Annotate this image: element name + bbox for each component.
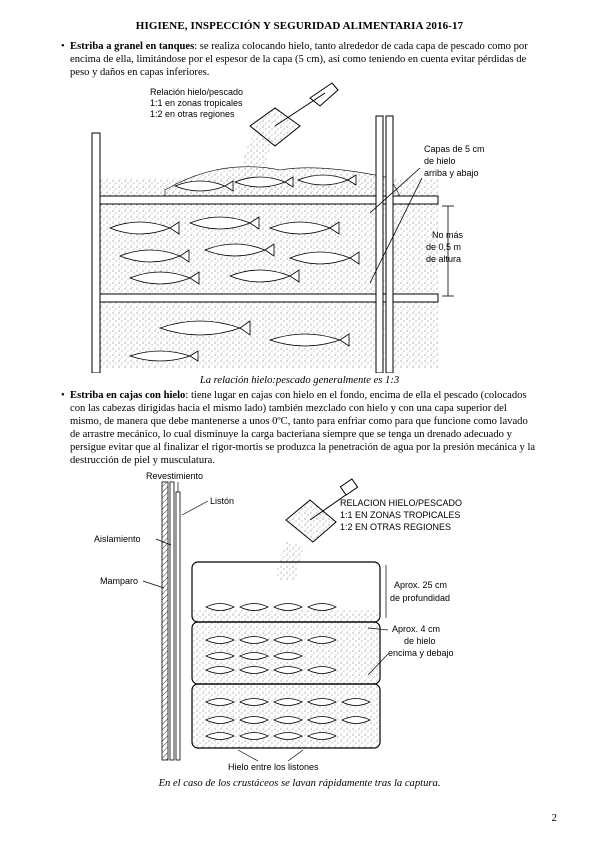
label-mamparo: Mamparo <box>100 576 138 586</box>
ratio-label-1: Relación hielo/pescado <box>150 87 243 97</box>
insulation-wall <box>169 481 175 761</box>
ice-label-1: Aprox. 4 cm <box>392 624 440 634</box>
lining-wall <box>175 491 181 761</box>
height-label-1: No más <box>432 230 464 240</box>
caption-cajas: En el caso de los crustáceos se lavan rá… <box>158 778 441 789</box>
section-granel-term: Estriba a granel en tanques <box>70 41 195 52</box>
label-aislamiento: Aislamiento <box>94 534 141 544</box>
label-revestimiento: Revestimiento <box>146 471 203 481</box>
height-label-2: de 0,5 m <box>426 242 461 252</box>
bulkhead-wall <box>161 481 169 761</box>
ice-stream <box>243 133 275 178</box>
ice-label-3: encima y debajo <box>388 648 454 658</box>
ratio-label-3: 1:2 en otras regiones <box>150 109 235 119</box>
fish-group <box>205 603 371 740</box>
ratio-label-2: 1:1 en zonas tropicales <box>150 98 243 108</box>
ratio-label-1: RELACION HIELO/PESCADO <box>340 498 462 508</box>
post <box>375 115 384 373</box>
label-liston: Listón <box>210 496 234 506</box>
depth-label-1: Aprox. 25 cm <box>394 580 447 590</box>
section-cajas: • Estriba en cajas con hielo: tiene luga… <box>61 389 540 467</box>
section-cajas-text: : tiene lugar en cajas con hielo en el f… <box>70 390 536 466</box>
ice-stream <box>276 542 306 580</box>
ice-label-2: de hielo <box>404 636 436 646</box>
section-cajas-term: Estriba en cajas con hielo <box>70 390 186 401</box>
section-granel-text: : se realiza colocando hielo, tanto alre… <box>70 41 528 78</box>
page-header: HIGIENE, INSPECCIÓN Y SEGURIDAD ALIMENTA… <box>135 20 464 32</box>
box-bottom <box>191 683 381 749</box>
label-hielo-listones: Hielo entre los listones <box>228 762 319 772</box>
figure-cajas-diagram: Revestimiento Listón Aislamiento Mamparo… <box>94 471 462 772</box>
fish-group <box>108 174 360 362</box>
pointer-line <box>369 167 421 214</box>
post <box>91 132 101 373</box>
layers-label-3: arriba y abajo <box>424 168 479 178</box>
shovel <box>285 478 359 543</box>
depth-label-2: de profundidad <box>390 593 450 603</box>
bullet-icon: • <box>61 41 65 52</box>
section-granel: • Estriba a granel en tanques: se realiz… <box>61 40 540 79</box>
page-number: 2 <box>551 812 558 824</box>
pointer-line <box>369 177 423 284</box>
figure-granel-diagram: Relación hielo/pescado 1:1 en zonas trop… <box>91 82 485 373</box>
layers-label-2: de hielo <box>424 156 456 166</box>
height-label-3: de altura <box>426 254 461 264</box>
ratio-label-3: 1:2 EN OTRAS REGIONES <box>340 522 451 532</box>
ratio-label-2: 1:1 EN ZONAS TROPICALES <box>340 510 460 520</box>
bullet-icon: • <box>61 390 65 401</box>
layers-label-1: Capas de 5 cm <box>424 144 485 154</box>
caption-granel: La relación hielo:pescado generalmente e… <box>199 375 400 386</box>
